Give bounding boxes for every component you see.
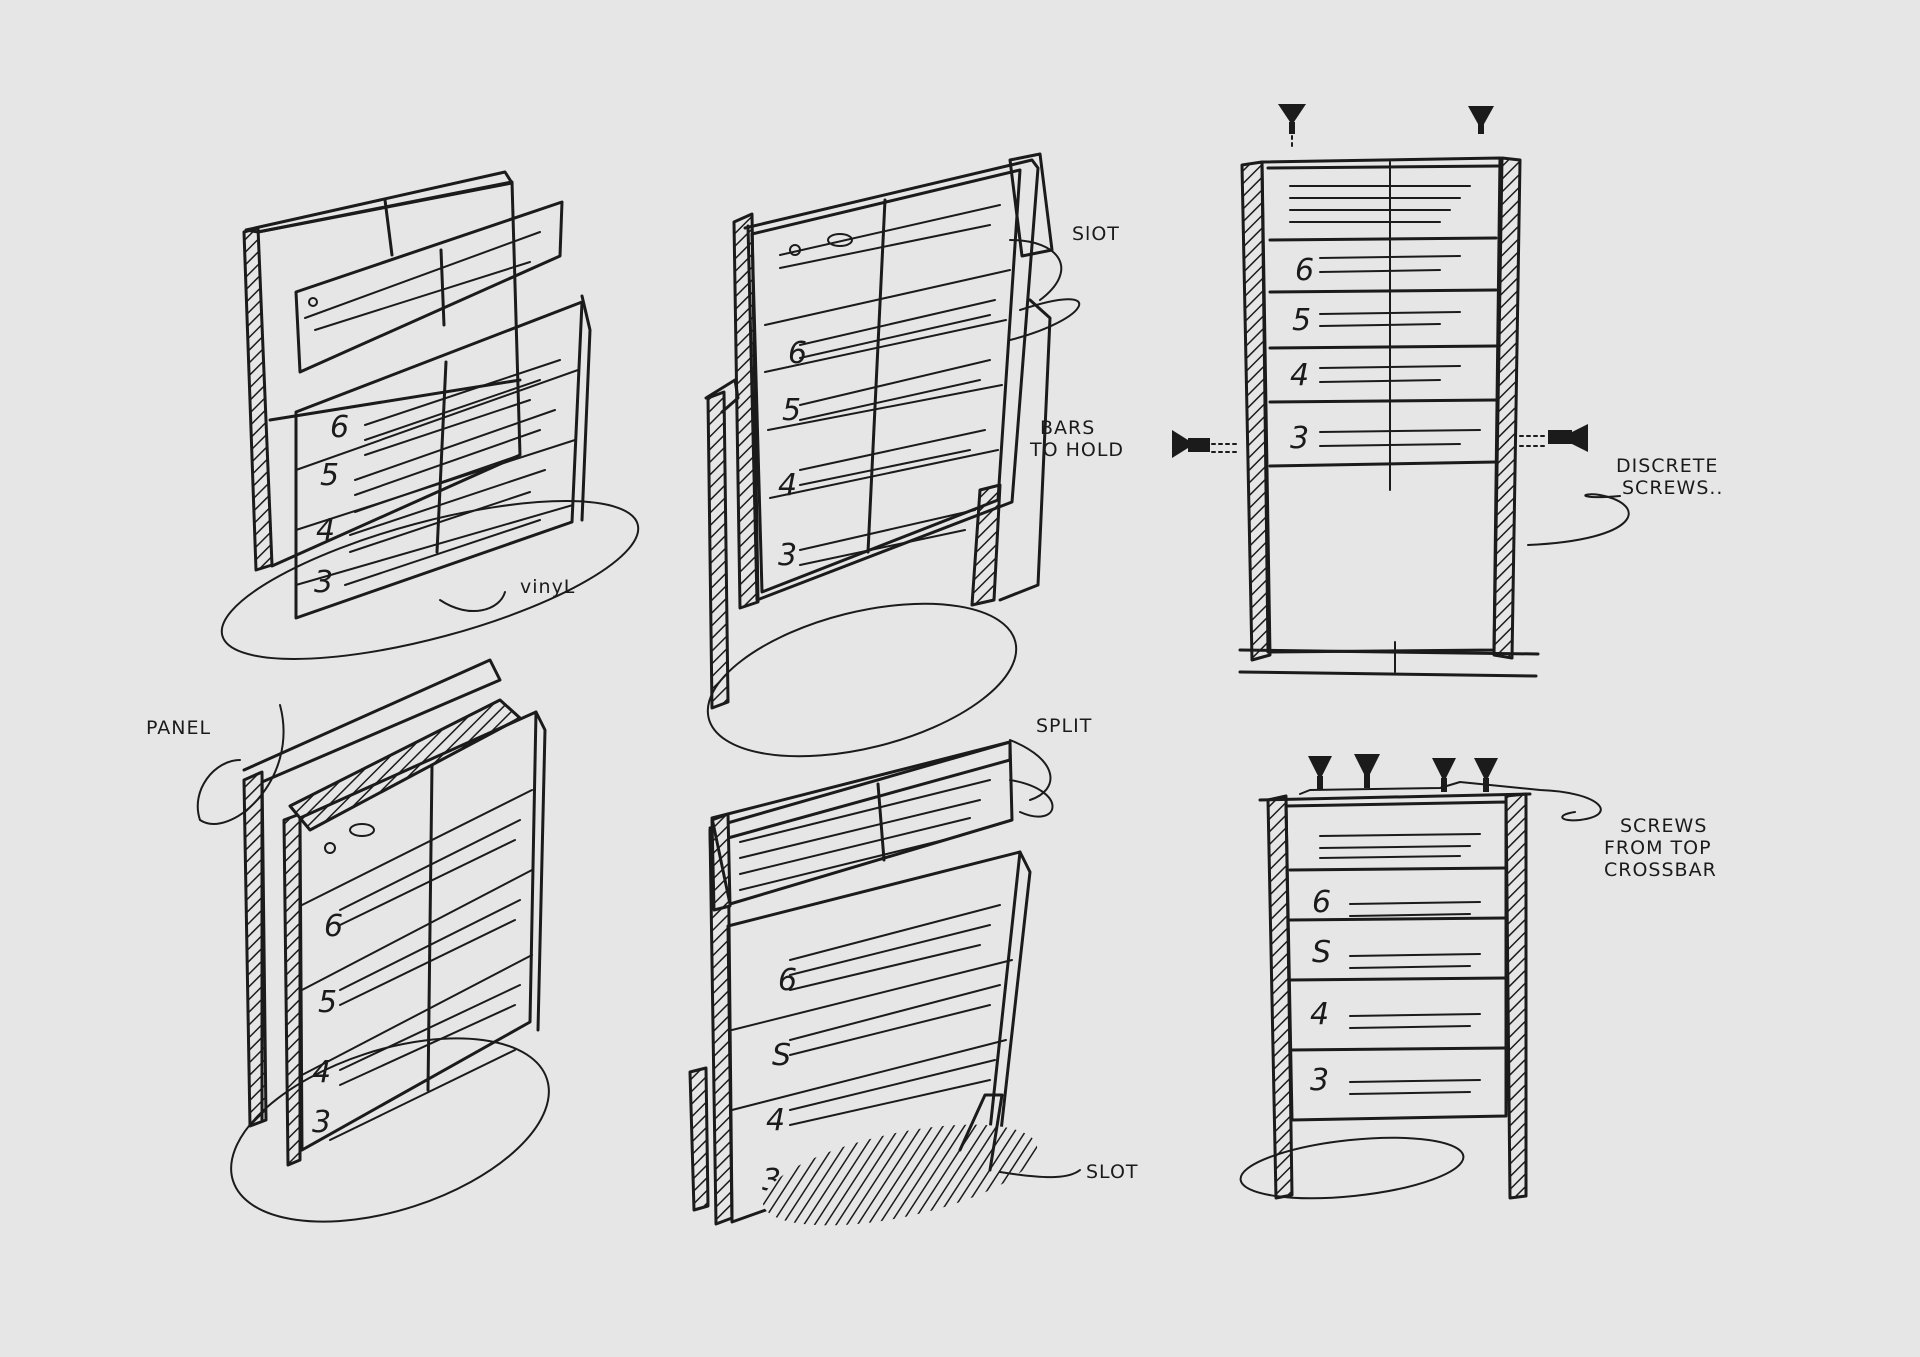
row-number: 4: [766, 1103, 785, 1138]
floor-ellipse: [220, 500, 640, 660]
annotation-slot: SlOT: [1072, 223, 1120, 245]
post-right-hatch: [1504, 792, 1528, 1200]
sketch-top-crossbar-screws: 6 S 4 3 SCREWS FROM TOP CROSSBAR: [1239, 754, 1717, 1200]
row-number: 5: [318, 985, 337, 1020]
panel-edge-hatch: [282, 812, 302, 1167]
row-number: 6: [1312, 885, 1331, 920]
row-number: 6: [788, 336, 807, 371]
floor-ellipse: [1239, 1136, 1465, 1200]
panel-top: [244, 170, 514, 234]
row-number: 3: [314, 565, 333, 600]
screw-icon: [1432, 758, 1456, 792]
annotation-split: SPLIT: [1036, 715, 1092, 737]
annotation-from-top: FROM TOP: [1604, 837, 1712, 859]
upper-panel: [710, 740, 1014, 906]
screw-icon: [1468, 106, 1494, 134]
post-left-hatch: [688, 1066, 710, 1212]
annotation-slot-bottom: SLOT: [1086, 1161, 1139, 1183]
row-number: 6: [1295, 253, 1314, 288]
row-number: 4: [1290, 358, 1309, 393]
row-lines: [329, 819, 521, 1141]
row-lines: [1319, 833, 1481, 1095]
screw-icon: [1474, 758, 1498, 792]
floor-ellipse: [230, 1037, 550, 1223]
annotation-panel: PANEL: [146, 717, 211, 739]
post-right-hatch: [970, 483, 1002, 607]
sketch-panel-assembly: 6 5 4 3 PANEL: [146, 658, 550, 1223]
panel-face: [750, 168, 1022, 594]
sketch-panel-with-vinyl: 6 5 4 3 vinyL: [220, 170, 640, 660]
row-number: 4: [316, 513, 335, 548]
panel-face: [298, 710, 538, 1152]
row-number: S: [772, 1038, 791, 1073]
annotation-screws: SCREWS..: [1622, 477, 1723, 499]
sketch-slotted-posts: 6 5 4 3 SlOT BARS TO HOLD: [704, 152, 1124, 758]
annotation-vinyl: vinyL: [520, 576, 575, 598]
floor-ellipse: [706, 602, 1018, 758]
screw-icon: [1548, 424, 1588, 452]
vinyl-sheet-lower: [294, 300, 584, 620]
row-number: 6: [778, 963, 797, 998]
row-number: S: [1312, 935, 1331, 970]
annotation-discrete: DISCRETE: [1616, 455, 1718, 477]
row-number: 5: [1292, 303, 1311, 338]
screw-icon: [1308, 756, 1332, 790]
annotation-screws-top: SCREWS: [1620, 815, 1707, 837]
slot-shadow: [762, 1124, 1038, 1226]
row-lines: [1289, 185, 1481, 447]
annotation-to-hold: TO HOLD: [1029, 439, 1124, 461]
frame-inner: [1284, 800, 1508, 1122]
row-number: 4: [778, 468, 797, 503]
row-number: 5: [782, 393, 801, 428]
annotation-crossbar: CROSSBAR: [1604, 859, 1717, 881]
row-number: 6: [330, 410, 349, 445]
row-lines: [344, 359, 561, 586]
row-lines: [779, 204, 1001, 566]
row-number: 6: [324, 909, 343, 944]
row-number: 3: [312, 1105, 331, 1140]
sketch-front-discrete-screws: 6 5 4 3 DISCRETE SCREWS..: [1172, 104, 1723, 678]
post-left-lower-hatch: [706, 390, 730, 710]
sketch-split-slot: 6 S 4 3 SPLIT SLOT: [688, 715, 1139, 1226]
row-number: 4: [1310, 997, 1329, 1032]
post-left-hatch: [732, 212, 760, 610]
post-left-hatch: [1266, 794, 1294, 1200]
row-number: 3: [1290, 421, 1309, 456]
screw-icon: [1172, 430, 1210, 458]
vinyl-strip-upper: [294, 200, 564, 374]
frame-inner: [1260, 156, 1502, 654]
screw-icon: [1278, 104, 1306, 134]
row-number: 5: [320, 458, 339, 493]
row-number: 3: [778, 538, 797, 573]
annotation-bars: BARS: [1040, 417, 1095, 439]
screw-icon: [1354, 754, 1380, 788]
row-number: 3: [1310, 1063, 1329, 1098]
panel-edge-hatch: [242, 226, 274, 572]
